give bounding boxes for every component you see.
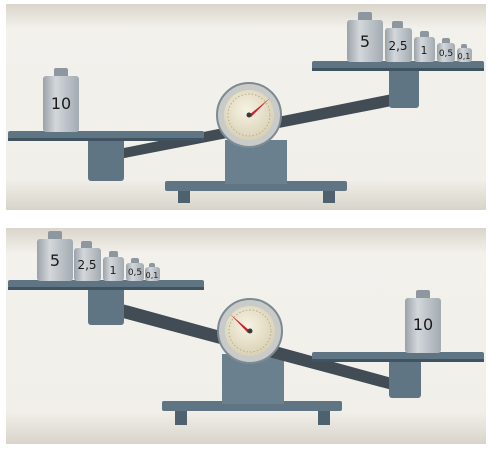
top-dial — [217, 83, 281, 147]
weight-label: 5 — [50, 251, 60, 270]
weight-label: 0,5 — [439, 49, 453, 59]
weight-label: 1 — [110, 264, 117, 277]
panel-divider — [6, 210, 486, 228]
top-left-weight-10: 10 — [43, 68, 79, 132]
weight-label: 2,5 — [388, 39, 407, 53]
bottom-right-weight-10: 10 — [405, 290, 441, 353]
weight-label: 0,1 — [458, 52, 471, 61]
weight-label: 10 — [51, 94, 71, 113]
top-panel: 10 5 2,5 1 0,5 — [6, 4, 486, 210]
weight-label: 1 — [421, 44, 428, 57]
weight-label: 0,5 — [128, 268, 142, 278]
bottom-panel: 5 2,5 1 0,5 0,1 — [6, 228, 486, 444]
bottom-dial — [218, 299, 282, 363]
weight-label: 10 — [413, 315, 433, 334]
weight-label: 0,1 — [146, 271, 159, 280]
weight-label: 2,5 — [77, 258, 96, 272]
weight-label: 5 — [360, 32, 370, 51]
